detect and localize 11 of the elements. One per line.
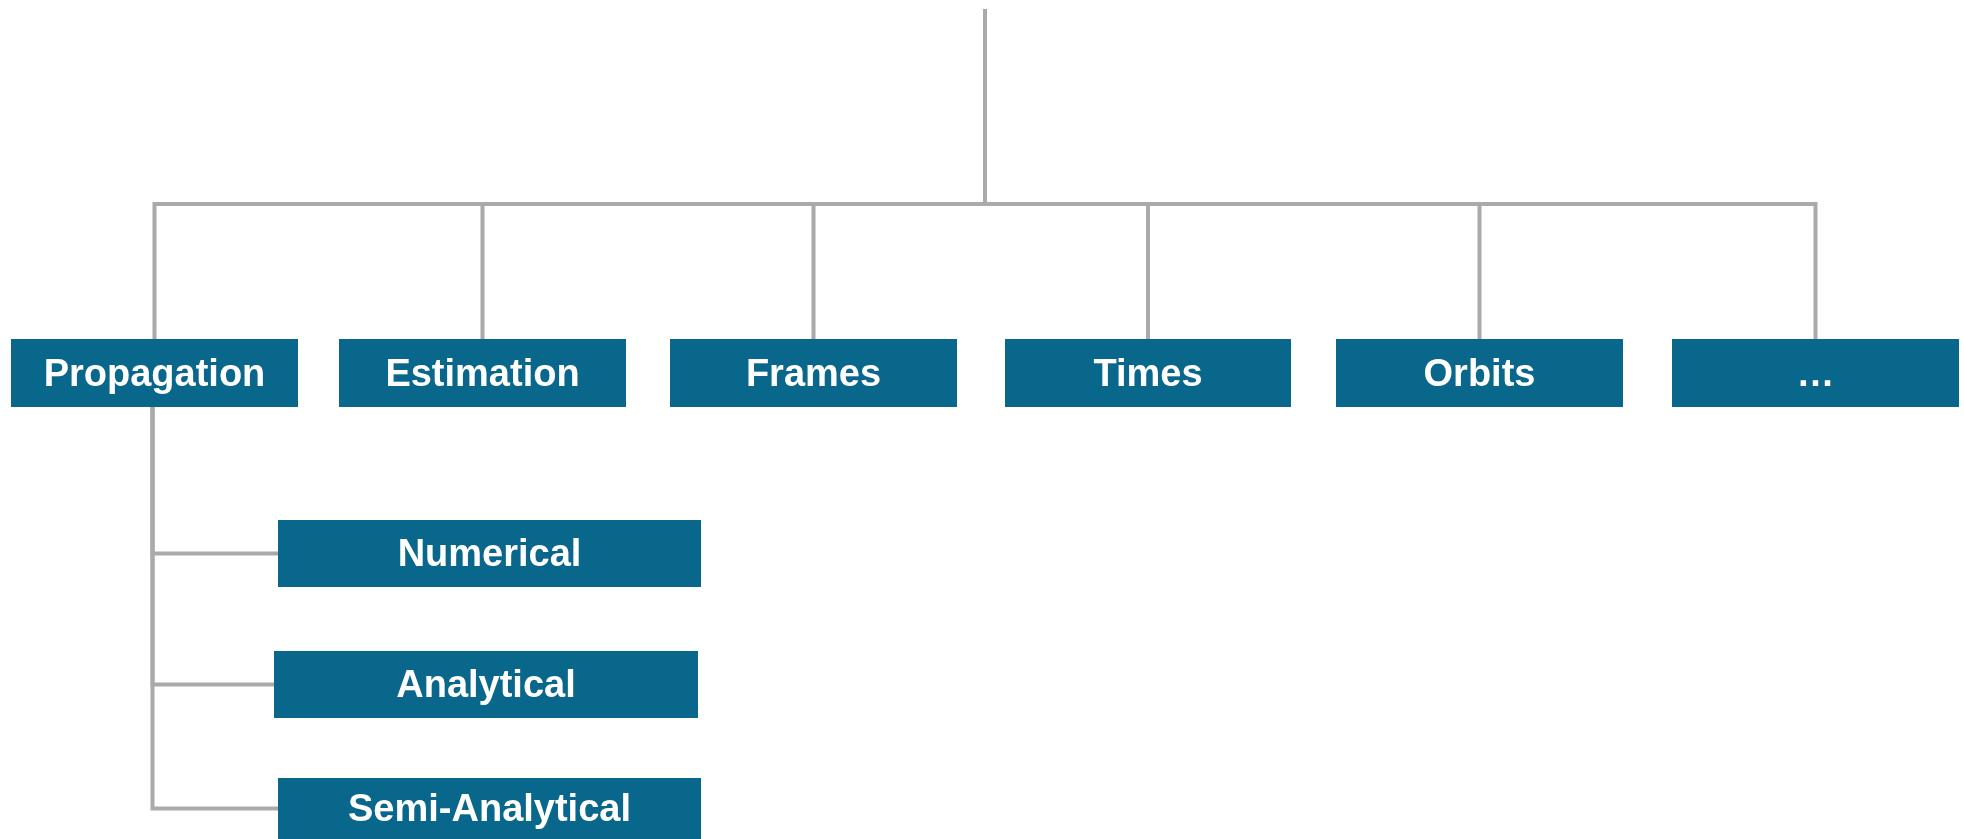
- category-box: …: [1672, 339, 1959, 407]
- category-box: Times: [1005, 339, 1291, 407]
- category-box: Frames: [670, 339, 957, 407]
- category-box: Propagation: [11, 339, 298, 407]
- connector-line: [983, 9, 1818, 339]
- category-box: Numerical: [278, 520, 701, 587]
- connector-line: [150, 407, 278, 811]
- category-box: Orbits: [1336, 339, 1623, 407]
- category-box: Analytical: [274, 651, 698, 718]
- category-box: Estimation: [339, 339, 626, 407]
- category-box: Semi-Analytical: [278, 778, 701, 839]
